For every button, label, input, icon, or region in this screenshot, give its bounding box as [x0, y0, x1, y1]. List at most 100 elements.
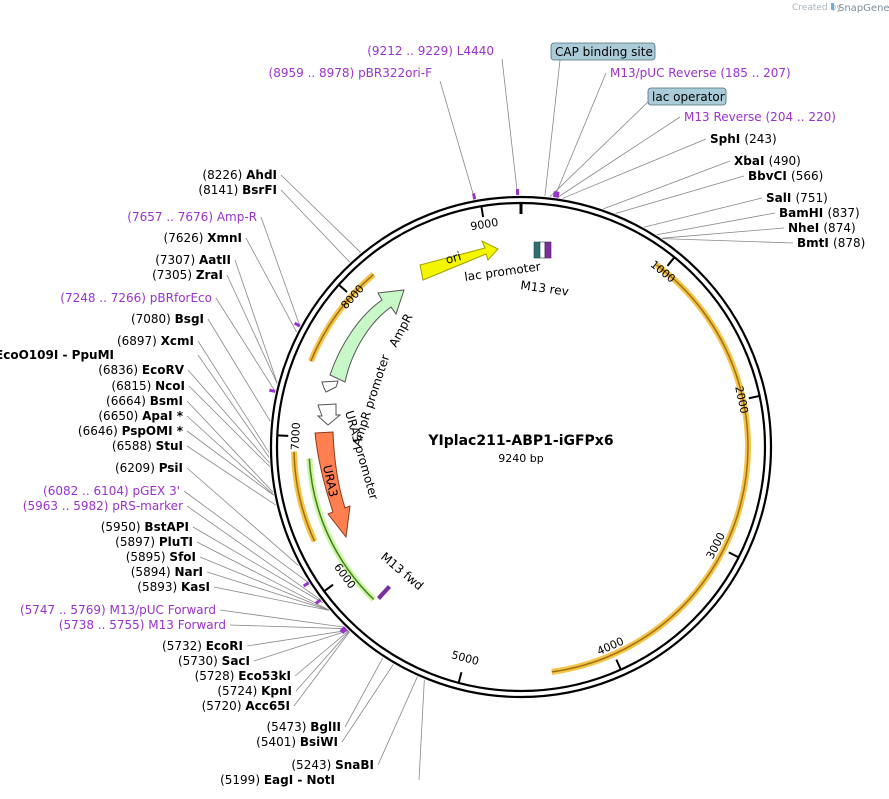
m13-fwd-mark [377, 585, 391, 600]
feature-arc [310, 273, 375, 362]
ura3-label: URA3 [320, 464, 340, 499]
primer-feature-label: (7657 .. 7676) Amp-R [127, 210, 257, 224]
ampr-label: AmpR [386, 311, 415, 349]
primer-mark [341, 627, 348, 635]
enzyme-site-label: (6836) EcoRV [98, 363, 185, 377]
connector-line [246, 629, 349, 647]
connector-line [213, 586, 330, 611]
enzyme-site-label: (6588) StuI [112, 439, 183, 453]
enzyme-site-label: (5893) KasI [137, 580, 210, 594]
feature-arc [308, 458, 375, 600]
primer-feature-label: (5963 .. 5982) pRS-marker [23, 499, 183, 513]
connector-line [377, 676, 418, 766]
connector-line [234, 259, 278, 384]
enzyme-site-label: BbvCI (566) [748, 169, 823, 183]
lac-operator-box [647, 87, 727, 106]
enzyme-site-label: SphI (243) [710, 132, 777, 146]
connector-line [183, 490, 309, 584]
created-by-text: Created by [792, 3, 842, 13]
connector-line [280, 189, 351, 263]
primer-feature-label: (5738 .. 5755) M13 Forward [59, 618, 226, 632]
connector-line [656, 212, 776, 236]
enzyme-site-label: (5473) BglII [267, 720, 342, 734]
primer-feature-label: (9212 .. 9229) L4440 [367, 44, 494, 58]
enzyme-site-label: (7305) ZraI [152, 268, 223, 282]
feature-arc [293, 451, 316, 542]
connector-line [188, 385, 271, 467]
tick-mark [323, 583, 334, 593]
enzyme-site-label: (8226) AhdI [202, 168, 277, 182]
primer-feature-label: M13/pUC Reverse (185 .. 207) [610, 66, 791, 80]
tick-label: 5000 [450, 648, 480, 668]
primer-mark [472, 193, 477, 200]
connector-line [196, 541, 329, 611]
primer-mark [293, 321, 301, 328]
connector-line [253, 630, 349, 662]
connector-line [341, 664, 394, 743]
connector-line [293, 631, 350, 707]
connector-line [186, 430, 274, 496]
primer-mark [553, 191, 557, 198]
connector-line [344, 657, 384, 728]
enzyme-site-label: (6868) EcoO109I - PpuMI [0, 348, 114, 362]
enzyme-site-label: BamHI (837) [779, 206, 860, 220]
ura3-feature-arrow [314, 431, 351, 539]
connector-line [556, 116, 681, 198]
connector-line [615, 175, 745, 214]
primer-feature-label: (6082 .. 6104) pGEX 3' [43, 484, 180, 498]
enzyme-site-label: (5732) EcoRI [162, 639, 243, 653]
tick-mark [277, 434, 289, 437]
enzyme-site-label: (5950) BstAPI [101, 520, 189, 534]
tick-mark [338, 283, 348, 293]
label-connectors [183, 58, 794, 781]
connector-line [418, 679, 425, 781]
backbone-outer-circle [269, 195, 773, 699]
enzyme-site-label: (7307) AatII [155, 253, 231, 267]
snapgene-brand: SnapGene [838, 3, 889, 14]
m13-rev-label: M13 rev [520, 278, 570, 299]
snapgene-logo-icon [831, 3, 834, 11]
connector-line [245, 237, 298, 333]
connector-line [207, 318, 271, 422]
tick-mark [457, 672, 463, 684]
enzyme-site-label: (5897) PluTI [115, 535, 193, 549]
primer-mark [339, 626, 346, 633]
enzyme-site-label: NheI (874) [788, 221, 856, 235]
connector-line [294, 630, 349, 677]
enzyme-site-label: (5243) SnaBI [291, 758, 374, 772]
connector-line [192, 526, 324, 604]
feature-arc [551, 264, 749, 673]
tick-mark [480, 206, 485, 218]
connector-line [186, 505, 321, 601]
connector-line [186, 400, 274, 493]
enzyme-site-label: (6815) NcoI [111, 379, 185, 393]
cap-binding-site-box [550, 42, 656, 61]
feature-arc [551, 262, 751, 675]
connector-line [186, 415, 274, 495]
plasmid-name: YIplac211-ABP1-iGFPx6 [427, 433, 613, 449]
connector-line [562, 138, 707, 199]
primer-feature-label: (7248 .. 7266) pBRforEco [60, 291, 212, 305]
connector-line [544, 59, 561, 197]
enzyme-site-label: (5720) Acc65I [202, 699, 290, 713]
connector-line [226, 274, 278, 384]
connector-line [295, 630, 350, 692]
connector-line [549, 99, 651, 197]
connector-line [554, 72, 607, 198]
connector-line [662, 227, 785, 239]
tick-mark [748, 394, 760, 400]
ori-label: ori [444, 249, 463, 267]
cap-site-mark [533, 241, 541, 259]
tick-mark [728, 551, 740, 559]
primer-feature-label: (5747 .. 5769) M13/pUC Forward [20, 603, 216, 617]
boxed-labels: CAP binding site lac operator [550, 42, 727, 106]
connector-line [186, 467, 299, 566]
connector-line [197, 354, 270, 458]
primer-marks [269, 189, 560, 635]
enzyme-site-label: (8141) BsrFI [198, 183, 277, 197]
primer-feature-label: (8959 .. 8978) pBR322ori-F [269, 66, 433, 80]
enzyme-site-label: (5894) NarI [131, 565, 203, 579]
enzyme-site-label: (5401) BsiWI [256, 735, 338, 749]
plasmid-length: 9240 bp [498, 452, 543, 465]
